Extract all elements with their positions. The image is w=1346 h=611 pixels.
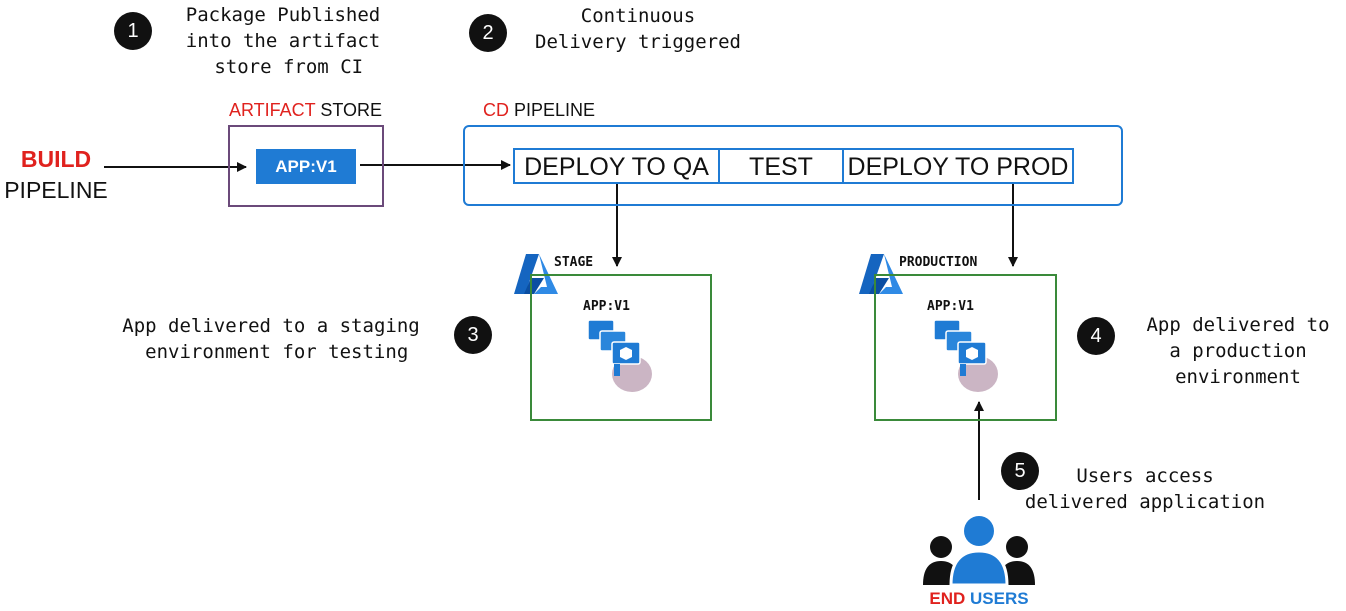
- step-2-badge: 2: [469, 14, 507, 52]
- end-users-label: END USERS: [922, 588, 1036, 610]
- artifact-store-title-highlight: ARTIFACT: [229, 100, 316, 120]
- stage-test[interactable]: TEST: [720, 150, 844, 184]
- step-1-text: Package Published into the artifact stor…: [185, 4, 381, 78]
- step-5-text: Users access delivered application: [1024, 465, 1266, 513]
- production-env-box: [874, 274, 1057, 421]
- pipeline-label: PIPELINE: [4, 177, 108, 203]
- production-env-title: PRODUCTION: [899, 255, 978, 270]
- cd-pipeline-title-rest: PIPELINE: [509, 100, 596, 120]
- container-stack-icon: [933, 319, 998, 392]
- build-pipeline-label: BUILD PIPELINE: [0, 144, 112, 206]
- artifact-package[interactable]: APP:V1: [256, 149, 356, 184]
- cd-pipeline-title: CD PIPELINE: [483, 100, 595, 121]
- end-users-highlight: END: [929, 589, 966, 608]
- step-2-text: Continuous Delivery triggered: [535, 5, 741, 53]
- step-4-badge: 4: [1077, 317, 1115, 355]
- build-label: BUILD: [20, 146, 92, 172]
- artifact-store-title-rest: STORE: [315, 100, 383, 120]
- artifact-store-title: ARTIFACT STORE: [229, 100, 382, 121]
- stage-deploy-qa[interactable]: DEPLOY TO QA: [515, 150, 720, 184]
- step-4-text: App delivered to a production environmen…: [1146, 314, 1330, 388]
- stage-app-label: APP:V1: [583, 299, 630, 314]
- stage-env-box: [530, 274, 712, 421]
- step-1-badge: 1: [114, 12, 152, 50]
- container-stack-icon: [587, 319, 652, 392]
- artifact-store-box: [228, 125, 384, 207]
- production-app-label: APP:V1: [927, 299, 974, 314]
- step-3-text: App delivered to a staging environment f…: [122, 315, 420, 363]
- cd-stages-row: DEPLOY TO QA TEST DEPLOY TO PROD: [513, 148, 1074, 184]
- cd-pipeline-box: [463, 125, 1123, 206]
- step-5-badge: 5: [1001, 452, 1039, 490]
- stage-deploy-prod[interactable]: DEPLOY TO PROD: [847, 153, 1069, 181]
- stage-env-title: STAGE: [554, 255, 594, 270]
- users-group-icon: [923, 516, 1035, 585]
- end-users-rest: USERS: [965, 589, 1029, 608]
- cd-pipeline-title-highlight: CD: [483, 100, 509, 120]
- step-3-badge: 3: [454, 316, 492, 354]
